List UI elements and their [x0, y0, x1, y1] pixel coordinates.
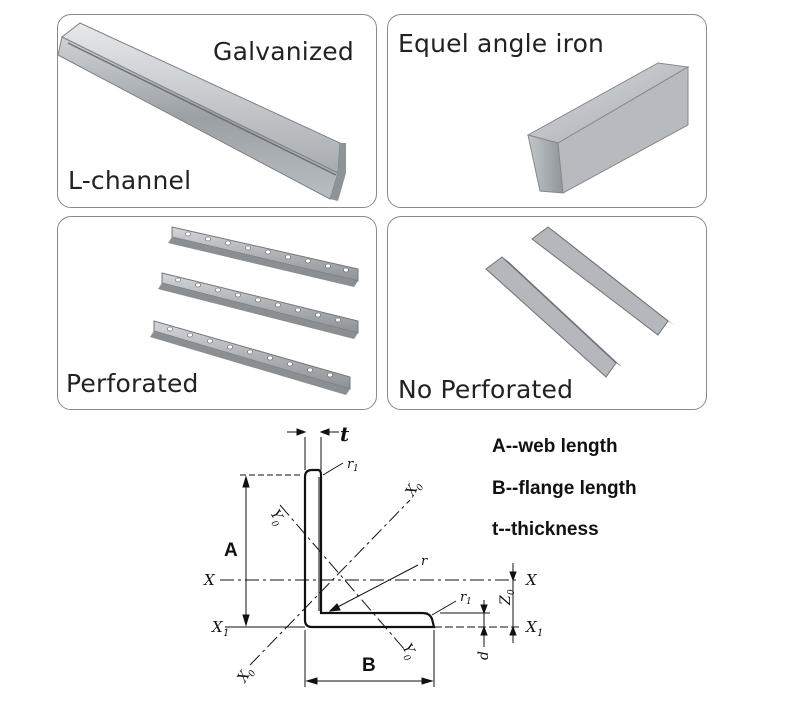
x1-subscript-right: 1: [537, 628, 543, 639]
galvanized-l-channel-panel: Galvanized L-channel: [57, 14, 377, 208]
galvanized-label: Galvanized: [213, 37, 354, 66]
z0-label: Z: [498, 595, 514, 606]
perforated-panel: Perforated: [57, 216, 377, 410]
equal-angle-image: [526, 62, 690, 194]
r1-subscript-top: 1: [353, 464, 359, 474]
equal-angle-iron-label: Equel angle iron: [398, 29, 605, 58]
legend-web-length: A--web length: [492, 436, 618, 457]
perforated-angle-image: [150, 226, 359, 395]
equal-angle-iron-panel: Equel angle iron: [387, 14, 707, 208]
a-label: A: [224, 540, 238, 561]
y0-subscript-bottom: 0: [400, 653, 412, 663]
legend-thickness: t--thickness: [492, 519, 599, 540]
r1-label-top: r: [347, 457, 354, 472]
x0-subscript-bottom: 0: [247, 669, 259, 679]
x-axis-label-left: X: [203, 571, 216, 589]
z0-subscript: 0: [507, 589, 517, 595]
legend-flange-length: B--flange length: [492, 478, 637, 499]
r1-label-right: r: [460, 590, 467, 605]
x-axis-label-right: X: [525, 571, 538, 589]
r1-subscript-right: 1: [466, 597, 472, 607]
x1-axis-label-left: X: [211, 618, 224, 636]
r-label: r: [421, 554, 428, 569]
no-perforated-angle-image: [485, 226, 674, 378]
no-perforated-label: No Perforated: [398, 375, 574, 404]
d-label: d: [476, 651, 492, 660]
x1-subscript-left: 1: [223, 628, 229, 639]
x0-subscript-top: 0: [415, 483, 427, 493]
t-label: t: [340, 422, 350, 446]
b-label: B: [362, 655, 376, 676]
perforated-label: Perforated: [66, 369, 199, 398]
l-channel-label: L-channel: [68, 166, 192, 195]
angle-cross-section-diagram: t A B X X X 1 X 1 r 1 r r 1 Z 0 d Y 0 Y …: [203, 422, 543, 687]
y0-subscript-top: 0: [268, 519, 280, 529]
no-perforated-panel: No Perforated: [387, 216, 707, 410]
x1-axis-label-right: X: [525, 618, 538, 636]
galvanized-angle-image: [58, 22, 346, 201]
